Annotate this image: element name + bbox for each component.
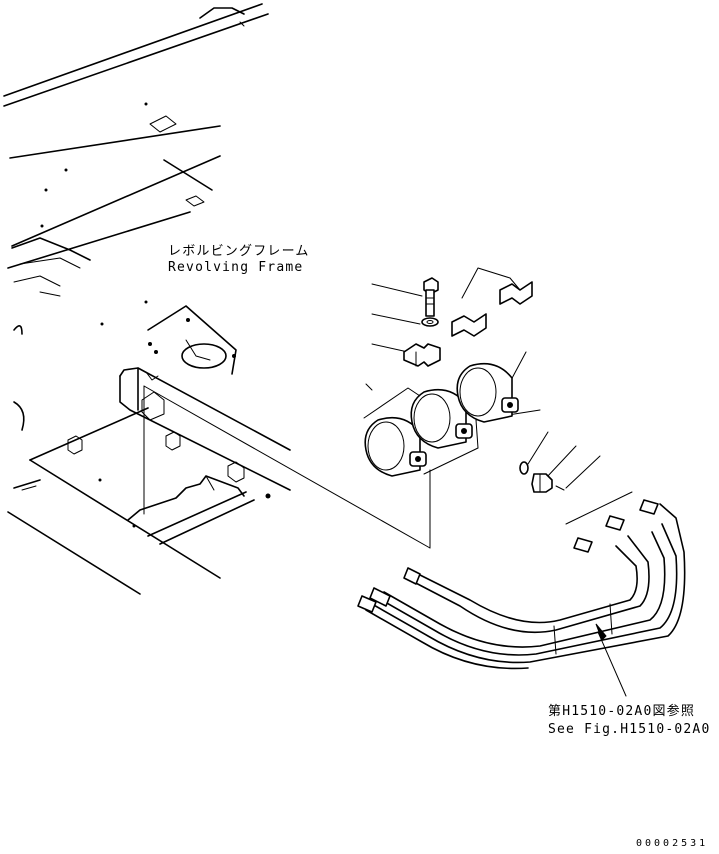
- revolving-frame-structure: [3, 3, 291, 595]
- accumulator-middle-icon: [410, 388, 473, 449]
- figure-reference-label-jp: 第H1510-02A0図参照: [548, 704, 696, 719]
- figure-reference-label-en: See Fig.H1510-02A0: [548, 722, 711, 737]
- elbow-fitting-icon: [531, 473, 553, 493]
- hose-assembly-icon: [357, 485, 686, 670]
- reference-arrow-icon: [595, 623, 627, 697]
- upper-clamp-right-icon: [499, 281, 533, 305]
- upper-clamp-left-icon: [451, 313, 487, 337]
- washer-icon: [421, 317, 439, 327]
- revolving-frame-label-en: Revolving Frame: [168, 260, 304, 275]
- leader-lines: [143, 267, 633, 549]
- revolving-frame-label-jp: レボルビングフレーム: [168, 244, 310, 259]
- accumulator-rear-icon: [456, 362, 519, 423]
- drawing-code: 00002531: [636, 838, 709, 849]
- lower-clamp-icon: [403, 343, 441, 367]
- bolt-icon: [423, 277, 439, 317]
- o-ring-icon: [519, 461, 529, 475]
- accumulator-front-icon: [364, 416, 427, 477]
